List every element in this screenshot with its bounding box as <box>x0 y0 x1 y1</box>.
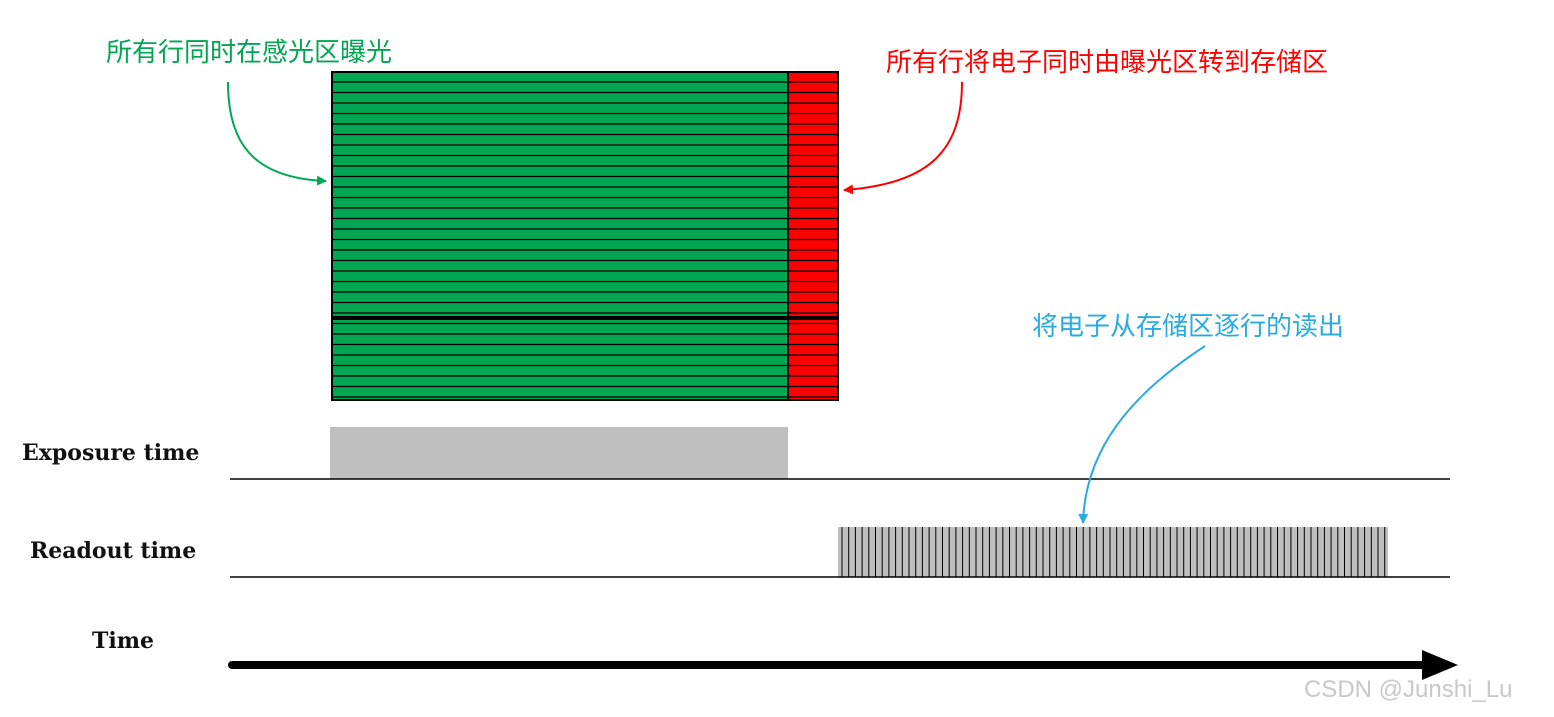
readout-annotation: 将电子从存储区逐行的读出 <box>1032 312 1345 342</box>
readout-row-lines <box>841 527 1386 577</box>
global-exposure-annotation: 所有行同时在感光区曝光 <box>106 38 393 68</box>
exposure-time-bar <box>330 427 788 479</box>
storage-row-lines <box>788 81 838 398</box>
green-callout-arrow <box>227 81 327 186</box>
watermark: CSDN @Junshi_Lu <box>1304 676 1513 703</box>
exposure-time-label: Exposure time <box>22 440 200 466</box>
storage-area <box>787 71 839 401</box>
blue-callout-arrow <box>1078 345 1206 524</box>
readout-time-bar <box>838 527 1388 577</box>
exposure-area <box>331 71 789 401</box>
time-axis-label: Time <box>92 628 155 654</box>
time-axis-arrow <box>228 650 1458 680</box>
red-callout-arrow <box>843 81 963 195</box>
readout-time-label: Readout time <box>30 538 197 564</box>
transfer-annotation: 所有行将电子同时由曝光区转到存储区 <box>886 48 1329 78</box>
exposure-row-lines <box>332 81 788 398</box>
